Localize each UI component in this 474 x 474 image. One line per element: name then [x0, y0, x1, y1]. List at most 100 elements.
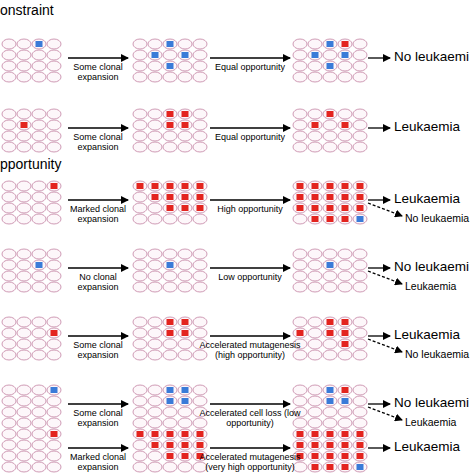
cell: [293, 418, 307, 428]
cell: [2, 462, 16, 472]
cell: [2, 72, 16, 82]
cell: [148, 260, 162, 270]
cell: [17, 462, 31, 472]
cell: [293, 181, 307, 191]
normal-marked-cell: [342, 398, 349, 404]
cell: [32, 109, 46, 119]
cell: [133, 61, 147, 71]
cell: [308, 350, 322, 360]
cell: [133, 350, 147, 360]
cell: [323, 407, 337, 417]
normal-marked-cell: [182, 387, 189, 393]
cell: [323, 271, 337, 281]
cell: [47, 271, 61, 281]
cell: [163, 214, 177, 224]
cell: [47, 317, 61, 327]
arrow: [368, 199, 390, 200]
cell: [163, 249, 177, 259]
outcome-label: Leukaemia: [394, 327, 460, 343]
cell: [338, 396, 352, 406]
cell: [148, 282, 162, 292]
cell: [308, 282, 322, 292]
cell: [47, 396, 61, 406]
cell: [17, 109, 31, 119]
cell: [193, 50, 207, 60]
mutant-cell: [357, 194, 364, 200]
cell: [47, 39, 61, 49]
cell: [308, 72, 322, 82]
cell: [163, 72, 177, 82]
cell: [163, 328, 177, 338]
cell: [47, 214, 61, 224]
cell: [293, 131, 307, 141]
cell: [32, 61, 46, 71]
arrow: [210, 267, 290, 268]
cell: [2, 249, 16, 259]
cell: [32, 214, 46, 224]
cell: [323, 282, 337, 292]
cell: [148, 350, 162, 360]
cell: [178, 181, 192, 191]
cell: [308, 429, 322, 439]
arrow-label: High opportunity: [198, 204, 302, 214]
cell: [148, 429, 162, 439]
cell: [17, 39, 31, 49]
cell: [338, 328, 352, 338]
cell: [2, 339, 16, 349]
cell: [308, 418, 322, 428]
normal-marked-cell: [167, 63, 174, 69]
cell: [148, 192, 162, 202]
cell: [133, 249, 147, 259]
cell: [17, 120, 31, 130]
cell: [193, 440, 207, 450]
outcome-label: No leukaemi: [394, 49, 469, 65]
cell: [133, 260, 147, 270]
cell: [17, 396, 31, 406]
mutant-cell: [167, 111, 174, 117]
arrow: [368, 127, 390, 128]
cell: [178, 72, 192, 82]
mutant-cell: [342, 205, 349, 211]
cell: [148, 61, 162, 71]
cell: [308, 271, 322, 281]
cell: [163, 317, 177, 327]
cell: [353, 451, 367, 461]
cell: [323, 396, 337, 406]
arrow-label: Some clonal expansion: [66, 132, 130, 153]
cell: [47, 142, 61, 152]
cell: [308, 440, 322, 450]
cell: [353, 192, 367, 202]
cell: [193, 260, 207, 270]
cell: [133, 328, 147, 338]
cell: [17, 61, 31, 71]
cell: [32, 418, 46, 428]
cell: [353, 385, 367, 395]
cell: [308, 120, 322, 130]
cell: [193, 120, 207, 130]
cell: [32, 350, 46, 360]
cell: [32, 50, 46, 60]
mutant-cell: [21, 122, 28, 128]
cell: [17, 271, 31, 281]
cell: [148, 418, 162, 428]
mutant-cell: [182, 431, 189, 437]
cell: [323, 429, 337, 439]
cell: [323, 142, 337, 152]
mutant-cell: [182, 330, 189, 336]
cell: [323, 462, 337, 472]
cell: [323, 109, 337, 119]
cell: [2, 440, 16, 450]
cell: [338, 249, 352, 259]
cell: [17, 350, 31, 360]
cell: [2, 260, 16, 270]
cell: [163, 429, 177, 439]
section-heading: pportunity: [0, 156, 61, 172]
mutant-cell: [167, 330, 174, 336]
cell: [193, 142, 207, 152]
cell: [17, 418, 31, 428]
mutant-cell: [357, 431, 364, 437]
cell: [32, 203, 46, 213]
mutant-cell: [312, 183, 319, 189]
arrow: [210, 57, 290, 58]
mutant-cell: [327, 205, 334, 211]
